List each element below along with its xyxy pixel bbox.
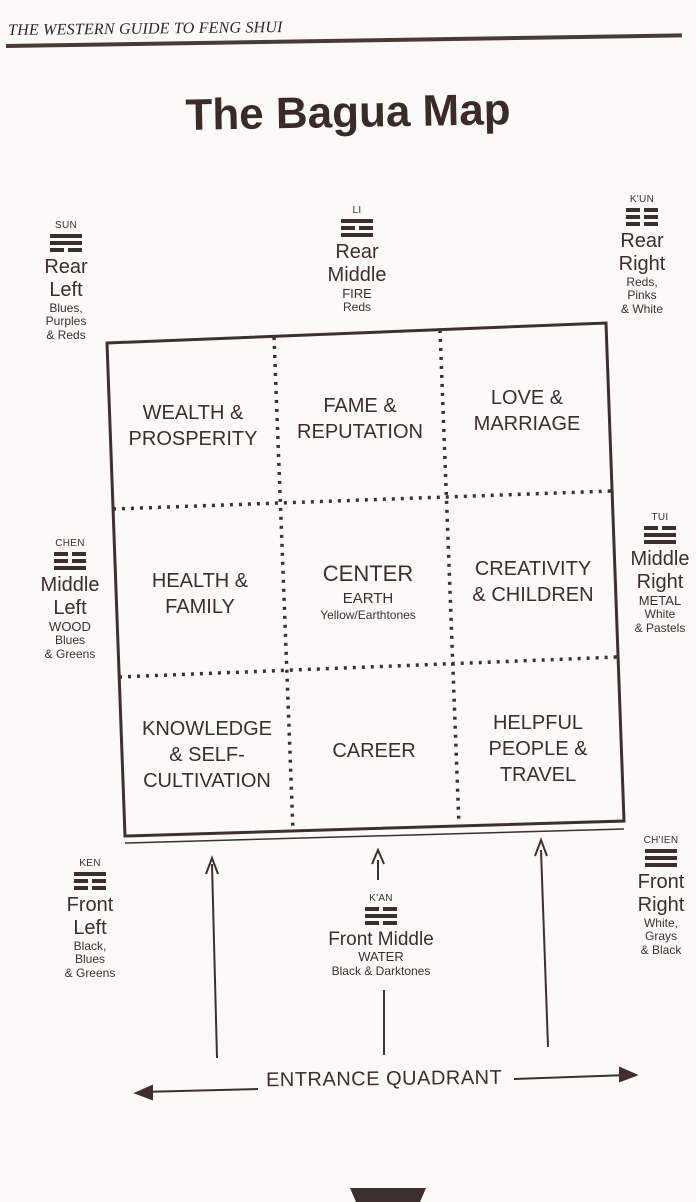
direction-middle-right: TUI Middle Right METAL White & Pastels <box>630 512 690 636</box>
direction-front-right: CH'IEN Front Right White, Grays & Black <box>637 835 685 958</box>
cell-career: CAREER <box>332 740 416 762</box>
trigram-kan-icon <box>365 906 397 925</box>
arrow-right-shaft <box>540 849 549 1048</box>
arrow-left-head <box>205 855 219 875</box>
direction-front-left: KEN Front Left Black, Blues & Greens <box>64 858 116 981</box>
cell-health: HEALTH & FAMILY <box>151 570 249 618</box>
direction-front-middle: K'AN Front Middle WATER Black & Darktone… <box>304 893 458 980</box>
direction-middle-left: CHEN Middle Left WOOD Blues & Greens <box>40 538 100 662</box>
direction-rear-middle: LI Rear Middle FIRE Reds <box>327 205 387 315</box>
cell-love: LOVE & MARRIAGE <box>473 387 581 435</box>
entrance-arrowhead-left <box>133 1084 153 1101</box>
trigram-chien-icon <box>645 848 677 867</box>
direction-rear-left: SUN Rear Left Blues, Purples & Reds <box>44 220 88 343</box>
trigram-kun-icon <box>626 207 658 226</box>
cell-fame: FAME & REPUTATION <box>297 395 423 443</box>
trigram-chen-icon <box>54 551 86 570</box>
direction-rear-right: K'UN Rear Right Reds, Pinks & White <box>618 194 666 317</box>
cell-creativity: CREATIVITY & CHILDREN <box>472 558 594 606</box>
entrance-label: ENTRANCE QUADRANT <box>261 1066 507 1093</box>
entrance-line-left <box>139 1088 259 1093</box>
cell-knowledge: KNOWLEDGE & SELF- CULTIVATION <box>141 718 273 792</box>
cell-center: CENTER EARTH Yellow/Earthtones <box>320 561 416 623</box>
grid-divider-h2 <box>118 655 619 679</box>
grid-base-line <box>124 828 625 844</box>
arrow-right-head <box>534 837 548 857</box>
trigram-li-icon <box>341 218 373 237</box>
trigram-tui-icon <box>644 525 676 544</box>
trigram-ken-icon <box>74 871 106 890</box>
entrance-line-right <box>513 1074 629 1080</box>
grid-divider-v2 <box>438 329 461 827</box>
grid-divider-h1 <box>112 489 613 511</box>
cell-wealth: WEALTH & PROSPERITY <box>128 402 258 450</box>
grid-divider-v1 <box>272 336 295 832</box>
cell-helpful: HELPFUL PEOPLE & TRAVEL <box>488 712 588 786</box>
trigram-sun-icon <box>50 233 82 252</box>
arrow-middle-head <box>371 847 385 865</box>
page-number-tab <box>350 1188 426 1202</box>
arrow-left-shaft <box>211 863 218 1059</box>
entrance-arrowhead-right <box>619 1066 639 1083</box>
grid-outline <box>105 321 626 838</box>
